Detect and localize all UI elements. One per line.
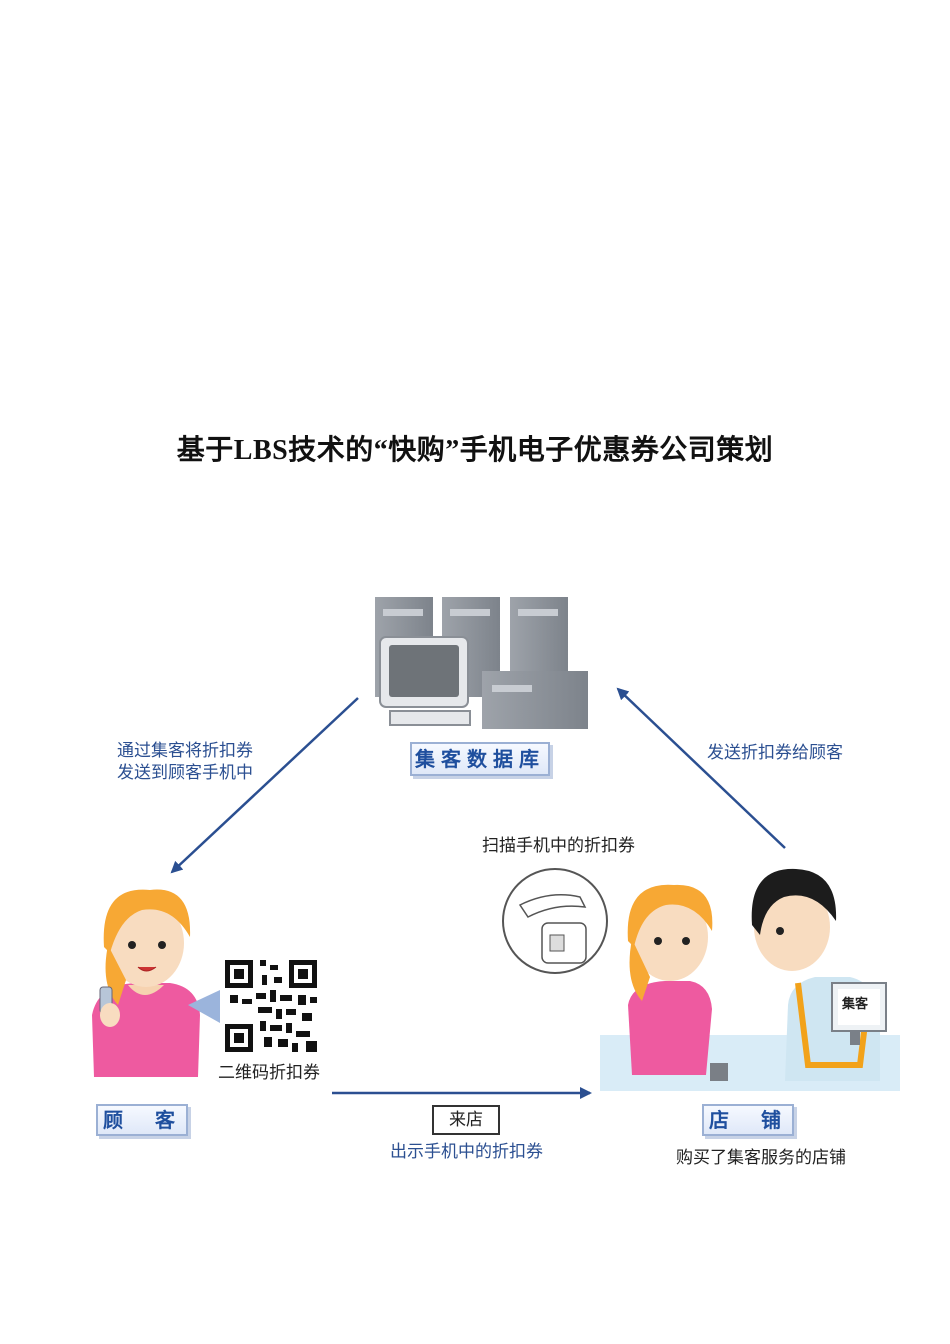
store-label: 店 铺 xyxy=(702,1104,794,1136)
send-to-customer-text-line1: 通过集客将折扣券 xyxy=(117,741,253,761)
customer-woman-icon xyxy=(92,889,220,1077)
send-coupon-to-customer-text: 发送折扣券给顾客 xyxy=(707,743,843,763)
arrow-store-to-db xyxy=(616,687,786,849)
diagram-graphics xyxy=(92,597,900,1099)
show-coupon-text: 出示手机中的折扣券 xyxy=(390,1142,543,1162)
scanner-inset-icon xyxy=(502,868,608,974)
qr-code-icon xyxy=(225,960,317,1052)
store-caption-text: 购买了集客服务的店铺 xyxy=(676,1148,846,1168)
customer-label: 顾 客 xyxy=(96,1104,188,1136)
coupon-flow-diagram: 集客数据库 通过集客将折扣券 发送到顾客手机中 发送折扣券给顾客 扫描手机中的折… xyxy=(80,585,910,1195)
come-to-store-box: 来店 xyxy=(432,1105,500,1135)
arrow-db-to-customer xyxy=(170,697,359,874)
scan-coupon-text: 扫描手机中的折扣券 xyxy=(482,836,635,856)
qr-coupon-label: 二维码折扣券 xyxy=(218,1063,320,1083)
database-label: 集客数据库 xyxy=(410,742,550,776)
page-title: 基于LBS技术的“快购”手机电子优惠券公司策划 xyxy=(176,435,774,466)
register-sign-text: 集客 xyxy=(842,997,869,1012)
send-to-customer-text-line2: 发送到顾客手机中 xyxy=(117,763,253,783)
database-server-icon xyxy=(375,597,588,729)
store-scene-icon xyxy=(600,868,900,1091)
